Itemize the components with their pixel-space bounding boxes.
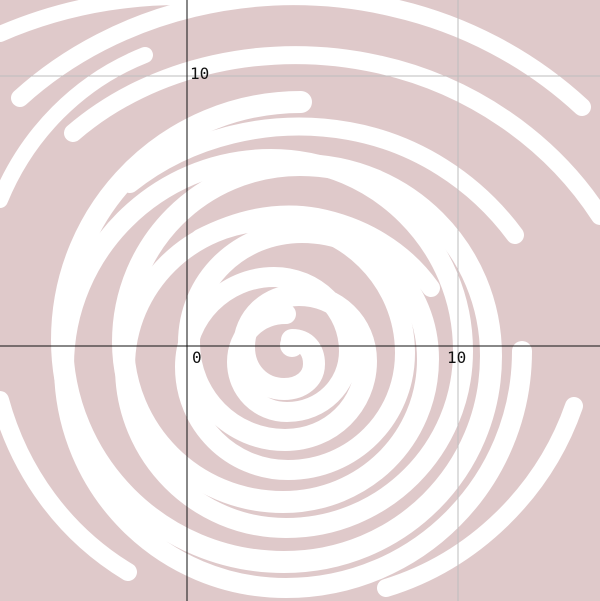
white-ridge-7 xyxy=(0,0,229,42)
white-ridge-9 xyxy=(0,391,137,581)
x-axis-tick-label: 10 xyxy=(447,348,466,367)
origin-tick-label: 0 xyxy=(192,348,202,367)
white-ridge-5 xyxy=(64,46,600,225)
white-ridge-8 xyxy=(0,47,153,208)
white-ridge-1 xyxy=(50,91,503,574)
axis-tick-labels: 0 10 10 xyxy=(190,64,466,367)
spiral-core xyxy=(280,333,304,357)
white-ridge-2 xyxy=(53,148,532,599)
white-ridge-10 xyxy=(377,397,583,597)
y-axis-tick-label: 10 xyxy=(190,64,209,83)
white-ridge-4 xyxy=(121,117,524,244)
white-ridge-3 xyxy=(191,205,440,297)
white-ridge-6 xyxy=(11,0,591,116)
